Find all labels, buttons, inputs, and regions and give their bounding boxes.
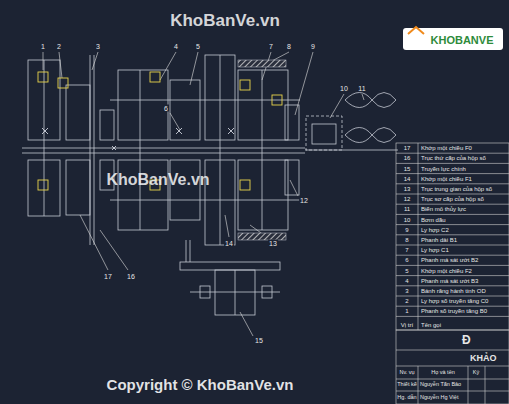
table-header: Vị trí <box>401 322 413 328</box>
table-cell: 4 <box>405 278 408 284</box>
callout-number: 4 <box>173 43 179 50</box>
table-cell: 12 <box>404 196 411 202</box>
table-cell: Ly hợp số truyền tăng C0 <box>421 298 488 304</box>
table-cell: 11 <box>404 206 410 212</box>
table-cell: Khớp một chiều F2 <box>421 268 472 274</box>
table-cell: 3 <box>405 288 408 294</box>
callout-number: 16 <box>126 273 136 280</box>
table-cell: 14 <box>404 176 411 182</box>
table-cell: Ly hợp C2 <box>421 227 449 233</box>
table-cell: 5 <box>405 268 408 274</box>
table-cell: Truyền lực chính <box>421 166 466 172</box>
watermark: KhoBanVe.vn <box>106 172 209 188</box>
callout-number: 14 <box>224 240 234 247</box>
callout-number: 2 <box>56 43 62 50</box>
table-cell: 16 <box>404 155 411 161</box>
table-cell: Ly hợp C1 <box>421 247 449 253</box>
callout-number: 15 <box>254 337 264 344</box>
title-cell: Nguyễn Hg Việt <box>420 395 458 401</box>
callout-number: 11 <box>357 85 366 92</box>
callout-number: 10 <box>339 85 349 92</box>
table-cell: 2 <box>405 298 408 304</box>
callout-number: 7 <box>268 43 274 50</box>
watermark: Copyright © KhoBanVe.vn <box>107 377 294 392</box>
callout-number: 13 <box>268 240 278 247</box>
callout-number: 5 <box>195 43 201 50</box>
title-cell: Nguyễn Tấn Bảo <box>420 382 461 388</box>
callout-number: 12 <box>299 197 309 204</box>
title-cell: Thiết kế <box>397 382 417 388</box>
callout-number: 3 <box>95 43 101 50</box>
watermark: KhoBanVe.vn <box>170 12 280 29</box>
table-cell: Trục sơ cấp của hộp số <box>421 196 484 202</box>
callout-number: 9 <box>310 43 316 50</box>
table-cell: 8 <box>405 237 408 243</box>
title-cell: Nv. vụ <box>399 370 414 376</box>
table-cell: 6 <box>405 257 408 263</box>
table-header: Tên gọi <box>421 322 441 328</box>
table-cell: Trục trung gian của hộp số <box>421 186 492 192</box>
callout-number: 8 <box>286 43 292 50</box>
title-cell: Ký <box>473 370 479 376</box>
table-cell: 15 <box>404 166 411 172</box>
table-cell: 17 <box>404 145 411 151</box>
title-cell: Họ và tên <box>431 370 455 376</box>
table-cell: Khớp một chiều F0 <box>421 145 472 151</box>
table-cell: 1 <box>405 308 408 314</box>
table-cell: Trục thứ cấp của hộp số <box>421 155 486 161</box>
table-cell: Khớp một chiều F1 <box>421 176 472 182</box>
callout-number: 17 <box>103 273 113 280</box>
table-cell: Bánh răng hành tinh OD <box>421 288 486 294</box>
table-cell: Phanh má sát ướt B2 <box>421 257 478 263</box>
title-text: KHẢO <box>470 354 497 363</box>
callout-number: 6 <box>163 105 169 112</box>
title-cell: Hg. dẫn <box>397 395 416 401</box>
table-cell: 7 <box>405 247 408 253</box>
table-cell: 13 <box>404 186 411 192</box>
table-cell: Biến mô thủy lực <box>421 206 466 212</box>
table-cell: 9 <box>405 227 408 233</box>
table-cell: Phanh dải B1 <box>421 237 457 243</box>
callout-number: 1 <box>40 43 46 50</box>
table-cell: Bơm dầu <box>421 217 446 223</box>
logo-text: KHOBANVE <box>431 35 494 46</box>
table-cell: 10 <box>404 217 411 223</box>
title-text: Đ <box>462 334 471 346</box>
table-cell: Phanh má sát ướt B3 <box>421 278 478 284</box>
table-cell: Phanh số truyền tăng B0 <box>421 308 487 314</box>
